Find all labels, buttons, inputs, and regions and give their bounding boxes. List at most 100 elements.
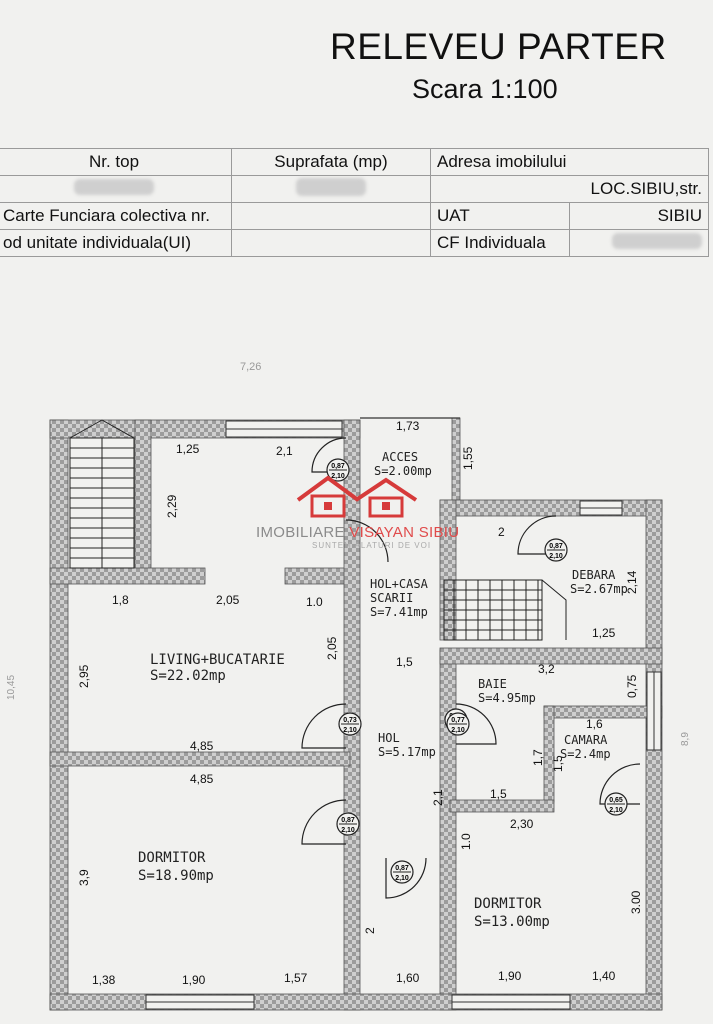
dim-2-05a: 2,05 <box>216 593 240 607</box>
room-debara-area: S=2.67mp <box>570 582 628 596</box>
room-hol-name: HOL <box>378 731 400 745</box>
door-badge: 0,87 2,10 <box>544 538 568 562</box>
dim-1-0a: 1.0 <box>306 595 323 609</box>
door-badge: 0,87 2,10 <box>326 458 350 482</box>
dim-1-90b: 1,90 <box>498 969 522 983</box>
room-dormitor1-name: DORMITOR <box>138 850 206 866</box>
dim-1-7: 1,7 <box>531 749 545 766</box>
dim-3-00: 3.00 <box>629 890 643 914</box>
watermark-brand-a: IMOBILIARE <box>256 524 350 541</box>
door-height: 2,10 <box>549 553 563 560</box>
info-table: Nr. top Suprafata (mp) Adresa imobilului… <box>0 148 709 257</box>
door-badge: 0,87 2,10 <box>336 812 360 836</box>
dim-1-5a: 1,5 <box>396 655 413 669</box>
room-acces-area: S=2.00mp <box>374 464 432 478</box>
dim-1-25a: 1,25 <box>176 442 200 456</box>
windows <box>145 420 662 1010</box>
dim-0-75: 0,75 <box>625 674 639 698</box>
adresa-label: Adresa imobilului <box>430 148 709 176</box>
watermark-brand-b: VISAYAN SIBIU <box>349 524 460 541</box>
house-logo-icon <box>296 475 418 518</box>
dim-2a: 2 <box>498 525 505 539</box>
dim-1-38: 1,38 <box>92 973 116 987</box>
room-camara-name: CAMARA <box>564 733 608 747</box>
dim-2-14: 2,14 <box>625 570 639 594</box>
cf-individuala-value <box>569 229 709 257</box>
door-badges: 0,872,100,872,100,772,100,732,100,772,10… <box>326 458 628 884</box>
dim-2-1a: 2,1 <box>276 444 293 458</box>
room-hol-casa-area: S=7.41mp <box>370 605 428 619</box>
dim-4-85b: 4,85 <box>190 772 214 786</box>
room-living-area: S=22.02mp <box>150 668 226 684</box>
dim-2-95: 2,95 <box>77 664 91 688</box>
room-hol-area: S=5.17mp <box>378 745 436 759</box>
cod-ui-value <box>231 229 431 257</box>
left-stair-steps <box>70 447 134 559</box>
door-badge: 0,87 2,10 <box>390 860 414 884</box>
room-debara-name: DEBARA <box>572 568 616 582</box>
watermark-brand: IMOBILIARE VISAYAN SIBIU <box>256 524 459 541</box>
door-height: 2,10 <box>343 727 357 734</box>
room-hol-casa-name: HOL+CASA <box>370 577 429 591</box>
dim-1-25b: 1,25 <box>592 626 616 640</box>
dim-7-26: 7,26 <box>240 361 261 373</box>
dim-1-0b: 1.0 <box>459 833 473 850</box>
room-camara-area: S=2.4mp <box>560 747 611 761</box>
door-height: 2,10 <box>395 875 409 882</box>
room-dormitor2-area: S=13.00mp <box>474 914 550 930</box>
watermark-slogan: SUNTEM ALATURI DE VOI <box>312 541 432 550</box>
door-width: 0,87 <box>331 463 345 470</box>
cod-ui-label: od unitate individuala(UI) <box>0 229 232 257</box>
dim-1-90a: 1,90 <box>182 973 206 987</box>
page-title: RELEVEU PARTER <box>330 26 667 67</box>
room-baie-name: BAIE <box>478 677 507 691</box>
door-width: 0,77 <box>451 717 465 724</box>
right-stair-steps <box>444 580 542 640</box>
dim-1-5b: 1,5 <box>551 755 565 772</box>
dim-1-60: 1,60 <box>396 971 420 985</box>
dim-10-45: 10,45 <box>6 675 17 700</box>
dim-2-29: 2,29 <box>165 494 179 518</box>
dim-1-57: 1,57 <box>284 971 308 985</box>
room-dormitor2-name: DORMITOR <box>474 896 542 912</box>
dim-3-2: 3,2 <box>538 662 555 676</box>
cf-individuala-label: CF Individuala <box>430 229 570 257</box>
nr-top-label: Nr. top <box>0 148 232 176</box>
door-height: 2,10 <box>451 727 465 734</box>
door-width: 0,65 <box>609 797 623 804</box>
dim-1-55: 1,55 <box>461 446 475 470</box>
door-width: 0,73 <box>343 717 357 724</box>
room-baie-area: S=4.95mp <box>478 691 536 705</box>
door-height: 2,10 <box>341 827 355 834</box>
door-badge: 0,73 2,10 <box>338 712 362 736</box>
scale-label: Scara 1:100 <box>412 74 558 104</box>
room-labels: ACCES S=2.00mp DEBARA S=2.67mp HOL+CASA … <box>138 450 628 930</box>
dim-1-5c: 1,5 <box>490 787 507 801</box>
door-swings <box>301 437 641 899</box>
door-height: 2,10 <box>609 807 623 814</box>
dim-2-30: 2,30 <box>510 817 534 831</box>
uat-value: SIBIU <box>569 202 709 230</box>
door-height: 2,10 <box>331 473 345 480</box>
dim-1-40: 1,40 <box>592 969 616 983</box>
dim-2-05b: 2,05 <box>325 636 339 660</box>
room-living-name: LIVING+BUCATARIE <box>150 652 285 668</box>
dim-2-1b: 2,1 <box>431 789 445 806</box>
dim-8-9: 8,9 <box>680 732 691 746</box>
dim-3-9: 3,9 <box>77 869 91 886</box>
dim-2b: 2 <box>363 927 377 934</box>
door-width: 0,87 <box>395 865 409 872</box>
door-badge: 0,65 2,10 <box>604 792 628 816</box>
door-badge: 0,77 2,10 <box>446 712 470 736</box>
carte-funciara-label: Carte Funciara colectiva nr. <box>0 202 232 230</box>
door-width: 0,87 <box>549 543 563 550</box>
dimension-labels: 7,26 10,45 8,9 1,25 2,1 1,73 1,55 2,29 2… <box>6 361 691 987</box>
room-acces-name: ACCES <box>382 450 418 464</box>
adresa-value: LOC.SIBIU,str. <box>430 175 709 203</box>
dim-1-6: 1,6 <box>586 717 603 731</box>
dim-4-85a: 4,85 <box>190 739 214 753</box>
door-width: 0,87 <box>341 817 355 824</box>
dim-1-73: 1,73 <box>396 419 420 433</box>
left-staircase <box>69 419 135 569</box>
